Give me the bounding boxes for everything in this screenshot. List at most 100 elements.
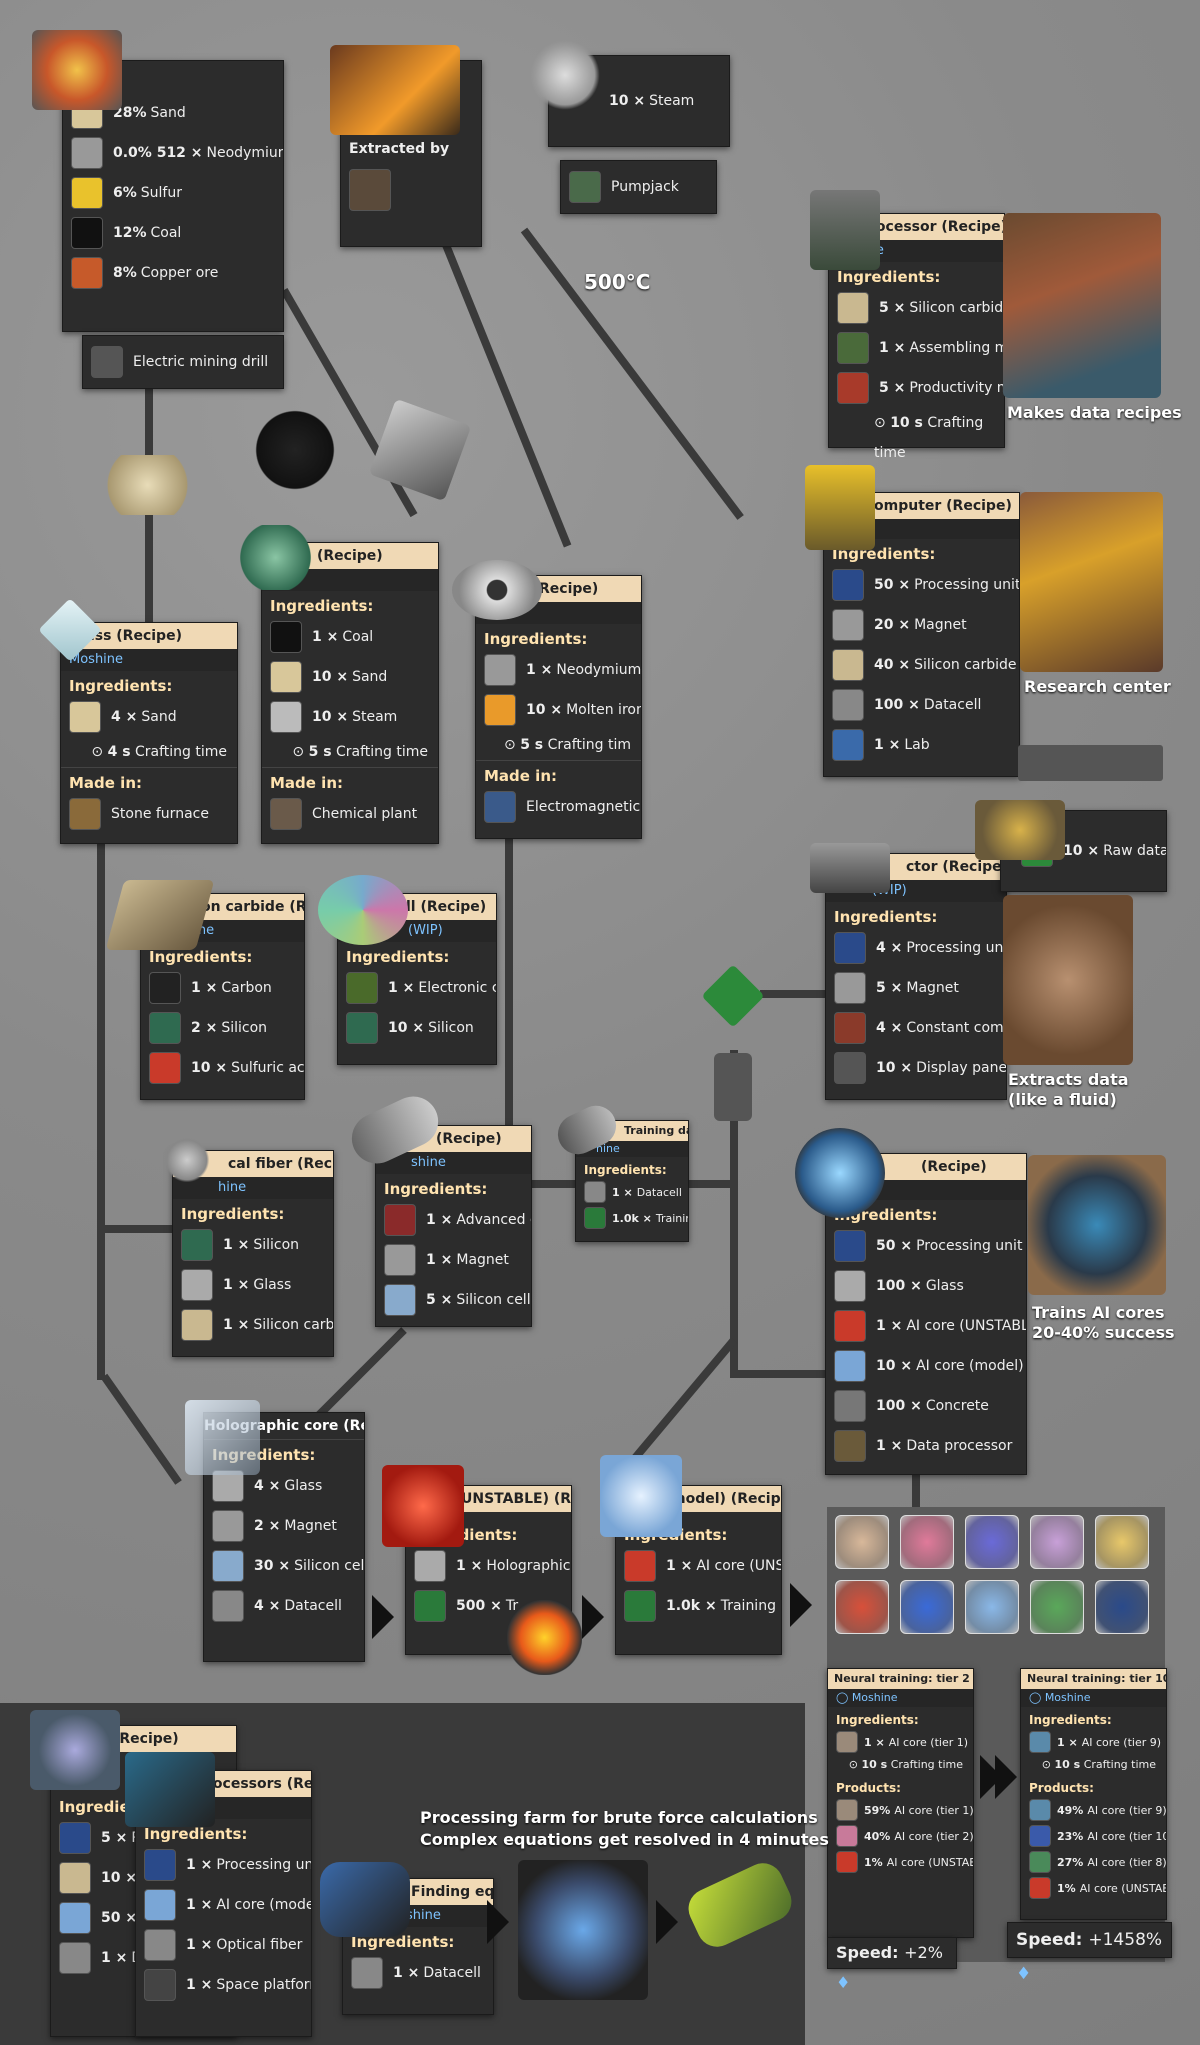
copper-ore-icon <box>71 257 103 289</box>
farm-description-2: Complex equations get resolved in 4 minu… <box>420 1830 829 1849</box>
ai-core-tier9-icon <box>1029 1731 1051 1753</box>
datacell-icon <box>351 1957 383 1989</box>
neodymium-icon <box>484 654 516 686</box>
processing-unit-icon <box>834 932 866 964</box>
raw-data-deposit-icon <box>975 800 1065 860</box>
ai-core-unstable-icon <box>624 1550 656 1582</box>
ore-patch-icon <box>32 30 122 110</box>
ai-core-model-icon <box>600 1455 682 1537</box>
glass-recipe-panel: Glass (Recipe) Moshine Ingredients: 4 ×S… <box>60 622 238 844</box>
ai-core-tier-5-icon <box>1095 1515 1149 1569</box>
neodymium-icon <box>71 137 103 169</box>
optical-fiber-icon <box>144 1929 176 1961</box>
training-data-icon <box>414 1590 446 1622</box>
ai-core-tier-4-icon <box>1030 1515 1084 1569</box>
offshore-pump-icon <box>349 169 391 211</box>
ai-core-tier-8-icon <box>965 1580 1019 1634</box>
magnet-icon <box>212 1510 244 1542</box>
silicon-carbide-icon <box>106 880 215 950</box>
silicon-icon <box>346 1012 378 1044</box>
silicon-carbide-icon <box>59 1862 91 1894</box>
silicon-carbide-icon <box>832 649 864 681</box>
silicon-icon <box>149 1012 181 1044</box>
data-processor-icon <box>810 190 880 270</box>
connector-line <box>505 830 513 1160</box>
holographic-core-icon <box>414 1550 446 1582</box>
speed-tier2: Speed: +2% ♦ <box>827 1937 957 1969</box>
silicon-cell-icon <box>384 1284 416 1316</box>
connector-line <box>97 830 105 1380</box>
ai-core-tier-9-icon <box>1030 1580 1084 1634</box>
mining-drill-icon <box>91 346 123 378</box>
productivity-module-icon <box>837 372 869 404</box>
datacell-icon <box>212 1590 244 1622</box>
data-processor-building-image <box>1003 213 1161 398</box>
double-arrow-icon-2 <box>995 1755 1017 1799</box>
flow-arrow-icon <box>372 1595 394 1639</box>
steam-icon <box>530 40 600 110</box>
equation-datacell-icon <box>320 1862 410 1937</box>
ai-core-tier1-icon <box>836 1731 858 1753</box>
trainer-caption-2: 20-40% success <box>1032 1323 1175 1342</box>
raw-data-cube-icon <box>701 964 764 1027</box>
electromagnetic-plant-icon <box>484 791 516 823</box>
farm-description-1: Processing farm for brute force calculat… <box>420 1808 818 1827</box>
ai-core-tier2-icon <box>836 1825 858 1847</box>
ai-core-tier1-icon <box>836 1799 858 1821</box>
drill-panel: Electric mining drill <box>82 335 284 389</box>
ai-core-unstable-icon <box>836 1851 858 1873</box>
training-data-icon <box>584 1207 606 1229</box>
processing-unit-icon <box>834 1230 866 1262</box>
glass-icon <box>834 1270 866 1302</box>
sand-pile-icon <box>100 455 195 515</box>
pumpjack-panel: Pumpjack <box>560 160 717 214</box>
flow-arrow-icon <box>790 1583 812 1627</box>
ai-core-tier9-icon <box>1029 1799 1051 1821</box>
silicon-cell-icon <box>212 1550 244 1582</box>
research-center-building-image <box>1020 492 1163 672</box>
assembling-machine-icon <box>837 332 869 364</box>
magnet-icon <box>832 609 864 641</box>
ai-core-tier-1-icon <box>835 1515 889 1569</box>
molten-iron-icon <box>484 694 516 726</box>
processor-array-icon <box>125 1752 215 1827</box>
crafting-time: ⊙ 4 s Crafting time <box>61 737 237 767</box>
neural-training-tier10-panel: Neural training: tier 10 (Reci ◯ Moshine… <box>1020 1668 1167 1920</box>
pumpjack-icon <box>569 171 601 203</box>
data-extractor-building-image <box>1003 895 1133 1065</box>
processing-unit-icon <box>59 1822 91 1854</box>
silicon-cell-icon <box>318 875 408 945</box>
extractor-caption: Extracts data <box>1008 1070 1129 1089</box>
sulfuric-acid-icon <box>149 1052 181 1084</box>
drill-label: Electric mining drill <box>133 354 268 370</box>
ai-core-unstable-icon <box>1029 1877 1051 1899</box>
molten-iron-icon <box>330 45 460 135</box>
coal-icon <box>71 217 103 249</box>
supercomputer-icon <box>805 465 875 550</box>
ai-core-unstable-icon <box>834 1310 866 1342</box>
ai-core-model-icon <box>834 1350 866 1382</box>
sand-icon <box>69 701 101 733</box>
connector-line <box>730 1370 830 1378</box>
ai-core-tier-2-icon <box>900 1515 954 1569</box>
steam-icon <box>270 701 302 733</box>
datacell-icon <box>59 1942 91 1974</box>
ai-core-model-icon <box>144 1889 176 1921</box>
ai-core-tier-10-icon <box>1095 1580 1149 1634</box>
processing-unit-icon <box>832 569 864 601</box>
chemical-plant-icon <box>270 798 302 830</box>
magnet-icon <box>452 560 542 620</box>
advanced-circuit-icon <box>384 1204 416 1236</box>
connector-line <box>101 1374 182 1485</box>
carbon-icon <box>149 972 181 1004</box>
ai-core-tier-6-icon <box>835 1580 889 1634</box>
ai-core-tier10-icon <box>1029 1825 1051 1847</box>
optical-fiber-icon <box>152 1125 222 1195</box>
coal-pile-icon <box>250 405 340 495</box>
resource-row-neodymium: 0.0% 512 ×Neodymium <box>63 133 283 173</box>
electronic-circuit-icon <box>346 972 378 1004</box>
flow-arrow-icon <box>656 1900 678 1944</box>
connector-line <box>912 1470 920 1510</box>
data-extractor-icon <box>810 843 890 893</box>
steam-label: Steam <box>649 93 694 109</box>
